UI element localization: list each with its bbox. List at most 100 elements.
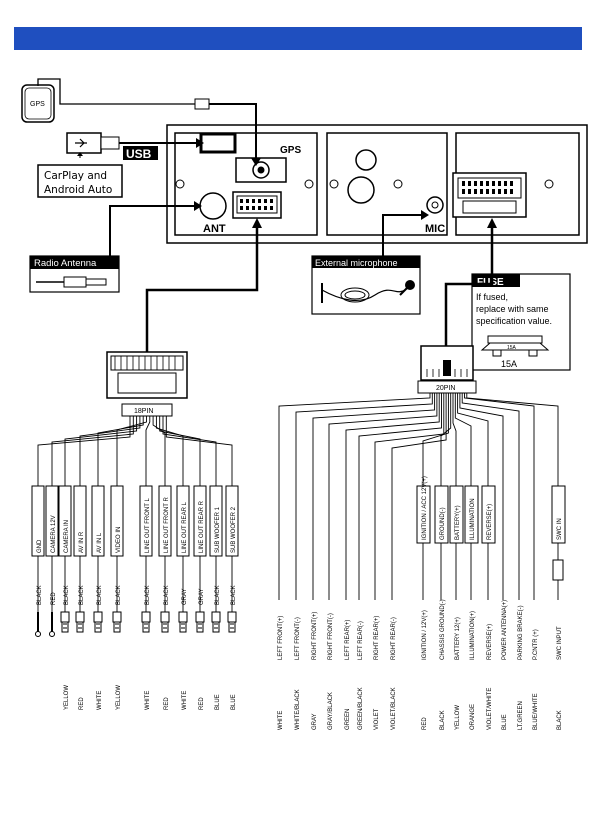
fuse-value: 15A [501, 359, 517, 369]
speaker-func-2: RIGHT FRONT(+) [312, 612, 318, 660]
rca-plug-2-body [94, 621, 102, 633]
wire-box-label-0: GND [37, 539, 43, 553]
right-wire-4 [345, 393, 440, 600]
plug-color-2-2: WHITE [182, 691, 188, 710]
swc-box-label: SWC IN [557, 518, 563, 540]
power-func-5: POWER ANTENNA(+) [502, 600, 508, 660]
wire-color-label-0: BLACK [37, 585, 43, 605]
rca-plug-9-body [228, 621, 236, 633]
speaker-color-3: GRAY/BLACK [328, 692, 334, 730]
rca-plug-1-collar [75, 611, 85, 623]
plug-color-1-1: RED [79, 697, 85, 710]
fuse-note-1: If fused, [476, 292, 508, 302]
speaker-color-2: GRAY [312, 713, 318, 730]
power-func-7: P.CNTR (+) [533, 629, 539, 660]
wire-5 [116, 416, 147, 486]
speaker-func-3: RIGHT FRONT(-) [328, 613, 334, 660]
right-wire-6 [374, 393, 445, 600]
wire-color-label-10: BLACK [215, 585, 221, 605]
rca-plug-0-body [61, 621, 69, 633]
bare-tip-1 [49, 631, 55, 637]
wire-color-label-7: BLACK [164, 585, 170, 605]
wire-10 [162, 416, 217, 486]
power-color-4: VIOLET/WHITE [487, 688, 493, 730]
wire-box-label-8: LINE OUT REAR L [182, 501, 188, 553]
wire-4 [97, 416, 144, 486]
power-box-label-3: ILLUMINATION [470, 498, 476, 540]
rca-plug-8-collar [211, 611, 221, 623]
power-func-1: CHASSIS GROUND(-) [440, 599, 446, 660]
plug-color-1-3: YELLOW [116, 685, 122, 710]
right-wire-2 [312, 393, 436, 600]
plug-color-2-4: BLUE [215, 694, 221, 710]
wire-box-label-1: CAMERA 12V [51, 515, 57, 553]
wire-color-label-6: BLACK [145, 585, 151, 605]
plug-color-1-2: WHITE [97, 691, 103, 710]
usb-label: USB [126, 147, 152, 161]
rca-plug-7-body [196, 621, 204, 633]
wire-9 [159, 416, 201, 486]
rca-plug-9-collar [227, 611, 237, 623]
gps-port-label: GPS [280, 145, 301, 156]
power-color-2: YELLOW [455, 705, 461, 730]
carplay-line-2: Android Auto [44, 184, 112, 196]
fuse-title: FUSE [477, 277, 504, 288]
plug-color-2-5: BLUE [231, 694, 237, 710]
rca-plug-6-collar [178, 611, 188, 623]
wire-color-label-2: BLACK [64, 585, 70, 605]
right-wire-5 [358, 393, 442, 600]
power-color-0: RED [422, 717, 428, 730]
wire-box-label-9: LINE OUT REAR R [199, 500, 205, 553]
connector-18pin-label: 18PIN [134, 408, 153, 415]
wire-11 [165, 416, 233, 486]
fuse-icon: 15A [480, 335, 550, 357]
right-wire-1 [295, 393, 433, 600]
power-color-5: BLUE [502, 714, 508, 730]
right-wire-14 [461, 393, 520, 600]
rca-plug-3-body [113, 621, 121, 633]
speaker-func-4: LEFT REAR(+) [345, 620, 351, 660]
connector-20pin-label: 20PIN [436, 385, 455, 392]
wire-color-label-5: BLACK [116, 585, 122, 605]
power-box-label-4: REVERSE(+) [487, 504, 493, 540]
plug-color-2-0: WHITE [145, 691, 151, 710]
header-banner [14, 27, 582, 50]
power-color-1: BLACK [440, 710, 446, 730]
rca-plug-2-collar [93, 611, 103, 623]
connector-18pin: 18PIN [106, 218, 262, 417]
wire-color-label-8: GRAY [182, 588, 188, 605]
rca-plug-0-collar [60, 611, 70, 623]
power-box-label-0: IGNITION / ACC 12V(+) [422, 476, 428, 540]
right-wire-15 [464, 393, 535, 600]
power-box-0 [416, 485, 431, 544]
wire-box-label-5: VIDEO IN [116, 527, 122, 553]
power-box-label-1: GROUND(-) [440, 507, 446, 540]
wire-8 [155, 416, 184, 486]
external-microphone: External microphone [311, 210, 429, 315]
bare-tip-0 [35, 631, 41, 637]
wire-color-label-4: BLACK [97, 585, 103, 605]
swc-box [551, 485, 566, 544]
fuse-note-2: replace with same [476, 304, 549, 314]
speaker-func-1: LEFT FRONT(-) [295, 617, 301, 660]
power-color-7: BLUE/WHITE [533, 693, 539, 730]
power-color-6: LT.GREEN [518, 701, 524, 730]
mic-port-label: MIC [425, 223, 445, 235]
power-box-4 [481, 485, 496, 544]
gps-antenna-label: GPS [30, 101, 45, 108]
rca-plug-5-collar [160, 611, 170, 623]
wire-box-label-4: AV IN L [97, 532, 103, 553]
wire-color-label-3: BLACK [79, 585, 85, 605]
wire-color-label-1: RED [51, 592, 57, 605]
wire-1 [51, 416, 134, 486]
speaker-func-6: RIGHT REAR(+) [374, 616, 380, 660]
wire-box-label-6: LINE OUT FRONT L [145, 498, 151, 553]
power-box-label-2: BATTERY(+) [455, 505, 461, 540]
plug-color-1-0: YELLOW [64, 685, 70, 710]
power-box-2 [449, 485, 464, 544]
wire-color-label-11: BLACK [231, 585, 237, 605]
power-box-1 [434, 485, 449, 544]
rca-plug-1-body [76, 621, 84, 633]
